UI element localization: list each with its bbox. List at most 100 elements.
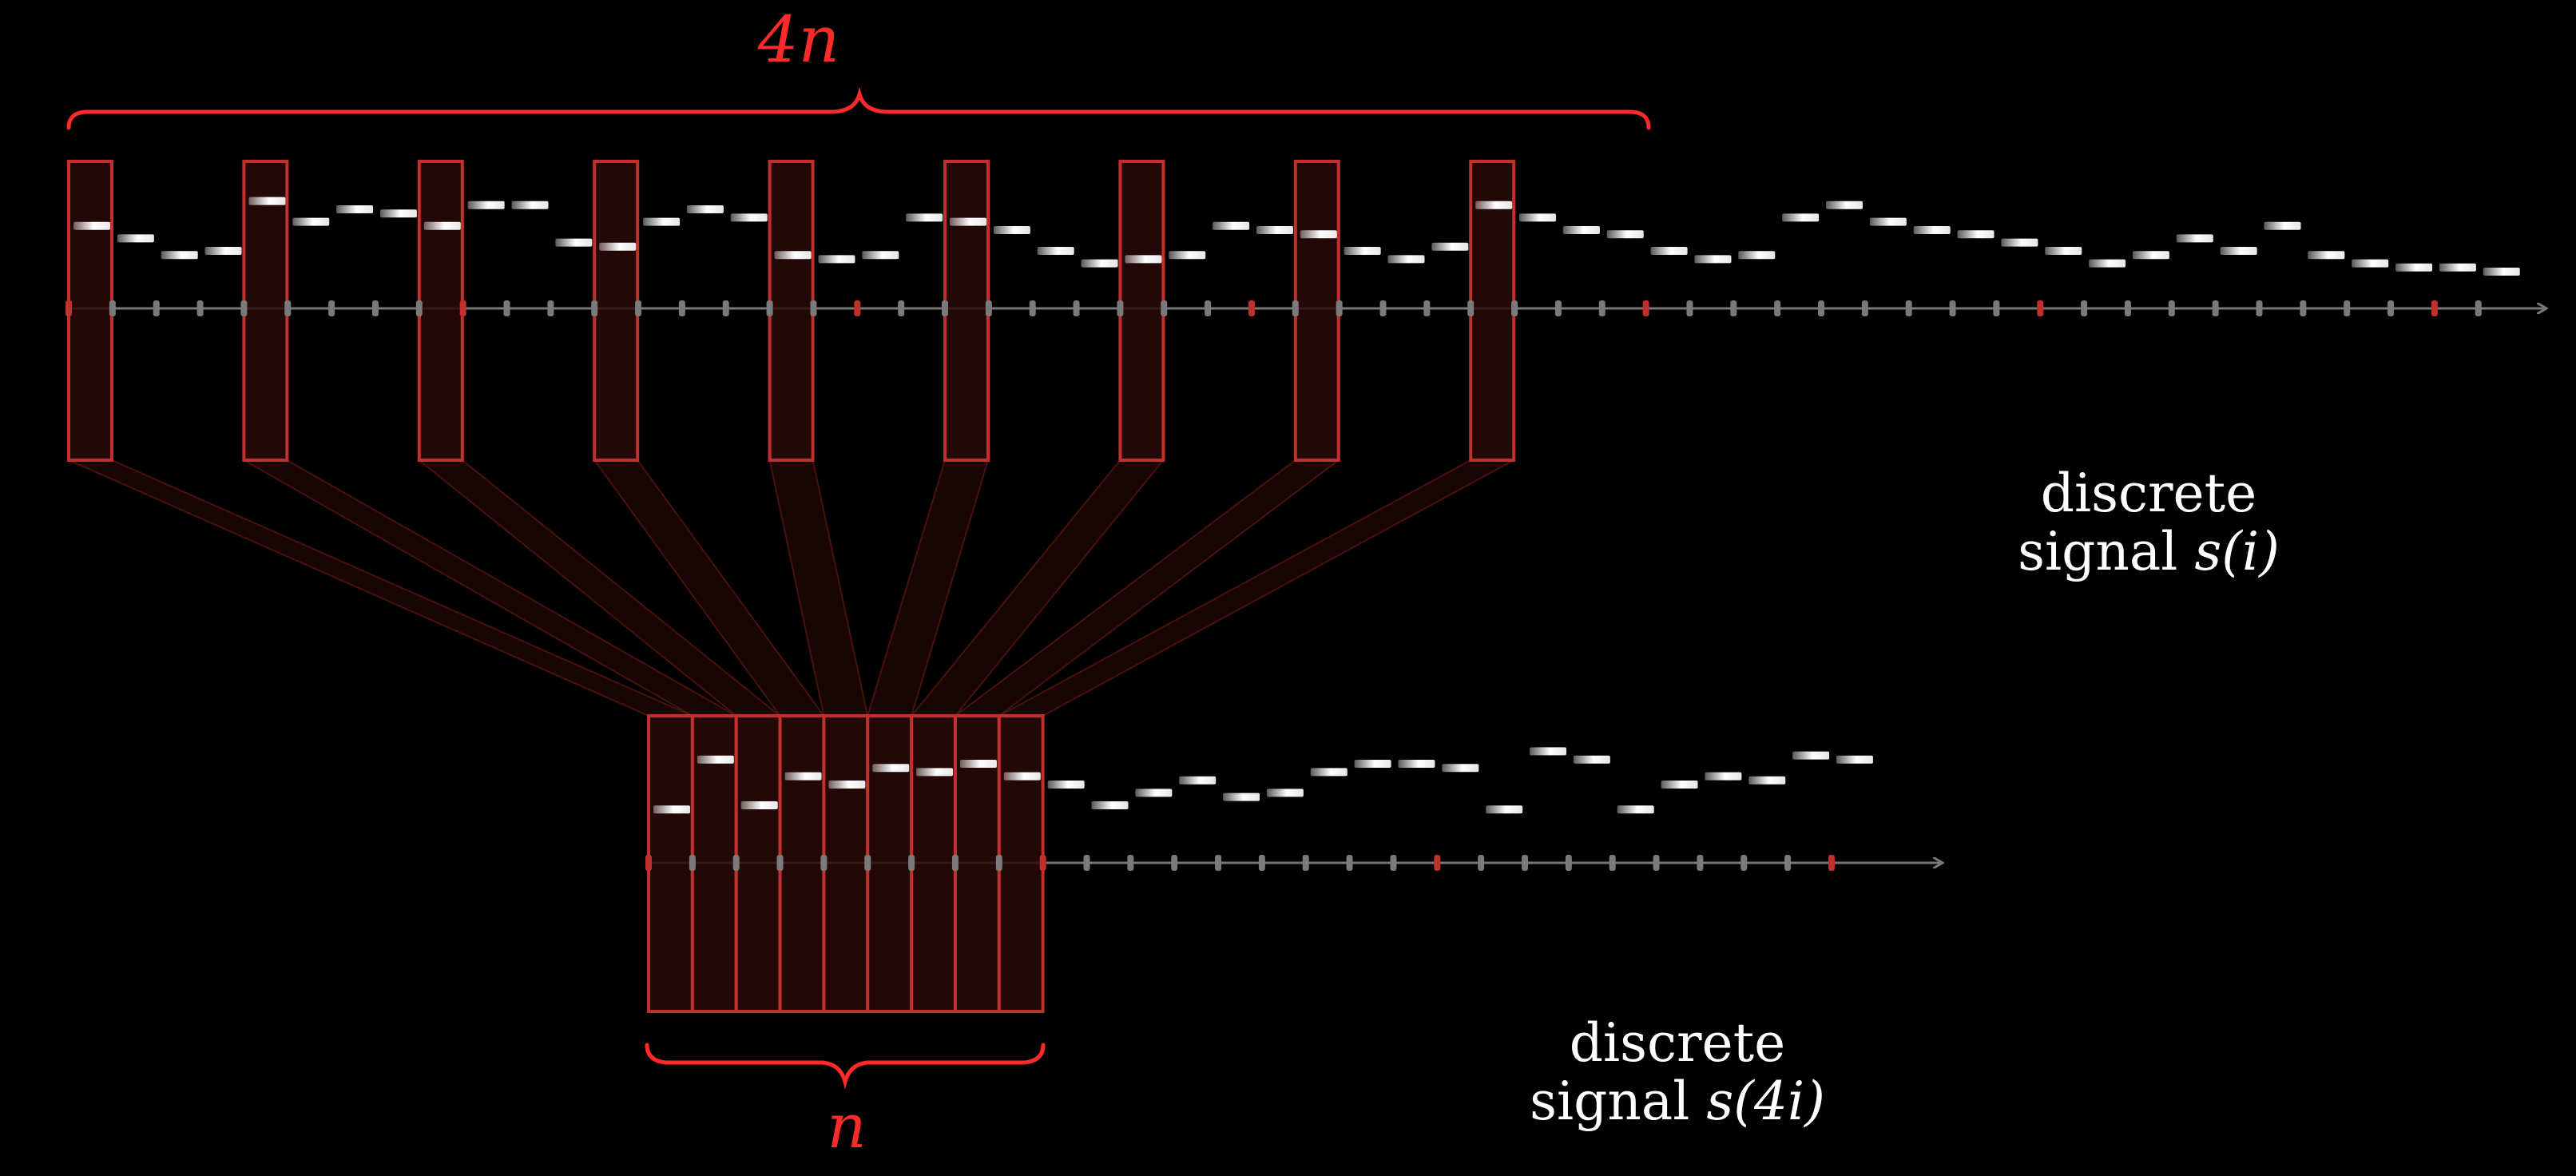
bottom-sample-17 xyxy=(1398,760,1435,768)
top-sample-20 xyxy=(950,217,986,226)
bottom-window-5 xyxy=(866,714,914,1013)
top-tick-23 xyxy=(1073,300,1080,316)
top-tick-0 xyxy=(65,300,72,316)
bottom-tick-19 xyxy=(1478,855,1485,871)
top-sample-23 xyxy=(1081,259,1118,268)
top-sample-13 xyxy=(643,217,681,226)
top-tick-6 xyxy=(328,300,335,316)
top-window-6 xyxy=(1118,160,1165,462)
top-tick-19 xyxy=(898,300,905,316)
bottom-window-8 xyxy=(997,714,1045,1013)
bottom-tick-11 xyxy=(1127,855,1134,871)
top-sample-6 xyxy=(336,205,374,213)
bottom-tick-13 xyxy=(1215,855,1222,871)
bottom-window-3 xyxy=(778,714,826,1013)
top-sample-28 xyxy=(1300,230,1337,239)
bottom-tick-25 xyxy=(1740,855,1748,871)
bottom-sample-6 xyxy=(916,768,954,777)
top-sample-4 xyxy=(248,197,286,205)
top-sample-49 xyxy=(2220,247,2257,255)
top-tick-50 xyxy=(2256,300,2263,316)
bottom-window-2 xyxy=(734,714,782,1013)
bottom-sample-16 xyxy=(1354,760,1391,768)
top-tick-53 xyxy=(2387,300,2395,316)
bottom-sample-25 xyxy=(1748,776,1786,785)
bottom-sample-4 xyxy=(828,781,866,789)
bottom-tick-20 xyxy=(1522,855,1528,871)
top-sample-38 xyxy=(1738,251,1776,260)
bottom-sample-15 xyxy=(1310,768,1348,777)
top-tick-54 xyxy=(2431,300,2438,316)
bottom-brace-label: n xyxy=(827,1091,867,1162)
top-tick-45 xyxy=(2037,300,2044,316)
bottom-signal xyxy=(645,714,1943,1013)
bottom-signal-caption: discrete signal s(4i) xyxy=(1470,1014,1885,1130)
top-tick-46 xyxy=(2081,300,2088,316)
bottom-tick-7 xyxy=(951,855,959,871)
top-caption-math: s(i) xyxy=(2194,520,2280,582)
bottom-tick-21 xyxy=(1565,855,1572,871)
top-tick-14 xyxy=(678,300,685,316)
bottom-ticks xyxy=(645,855,1835,871)
top-sample-25 xyxy=(1169,251,1206,260)
top-window-8 xyxy=(1469,160,1516,462)
bottom-window-4 xyxy=(822,714,870,1013)
top-sample-21 xyxy=(993,226,1030,234)
bottom-window-0 xyxy=(647,714,694,1013)
top-tick-13 xyxy=(635,300,642,316)
top-tick-11 xyxy=(547,300,554,316)
bottom-tick-14 xyxy=(1258,855,1265,871)
connector-7 xyxy=(952,459,1341,717)
bottom-tick-9 xyxy=(1039,855,1046,871)
bottom-sample-2 xyxy=(740,801,778,809)
top-signal xyxy=(65,160,2546,462)
bottom-sample-3 xyxy=(784,772,822,781)
top-tick-1 xyxy=(109,300,116,316)
bottom-sample-13 xyxy=(1223,793,1260,801)
top-tick-38 xyxy=(1730,300,1737,316)
top-sample-31 xyxy=(1431,242,1469,251)
top-tick-3 xyxy=(196,300,204,316)
bottom-tick-5 xyxy=(864,855,871,871)
top-sample-42 xyxy=(1913,226,1951,234)
bottom-sample-20 xyxy=(1530,747,1566,756)
top-tick-42 xyxy=(1905,300,1912,316)
bottom-tick-22 xyxy=(1609,855,1616,871)
top-tick-34 xyxy=(1554,300,1562,316)
top-tick-10 xyxy=(503,300,510,316)
bottom-tick-27 xyxy=(1828,855,1835,871)
bottom-window-6 xyxy=(910,714,957,1013)
top-tick-26 xyxy=(1205,300,1212,316)
bottom-sample-10 xyxy=(1091,801,1129,809)
window-connectors xyxy=(68,459,1514,717)
top-sample-30 xyxy=(1387,255,1425,264)
bottom-sample-1 xyxy=(697,755,734,764)
bottom-sample-8 xyxy=(1003,772,1041,781)
top-sample-11 xyxy=(555,238,593,247)
top-window-5 xyxy=(943,160,990,462)
top-tick-37 xyxy=(1686,300,1693,316)
top-sample-0 xyxy=(73,221,110,230)
bottom-sample-0 xyxy=(653,805,690,814)
bottom-sample-22 xyxy=(1617,805,1654,814)
top-tick-2 xyxy=(153,300,160,316)
top-sample-19 xyxy=(906,213,943,222)
bottom-tick-0 xyxy=(645,855,652,871)
top-sample-48 xyxy=(2176,234,2213,243)
bottom-tick-1 xyxy=(689,855,696,871)
top-tick-12 xyxy=(591,300,598,316)
top-tick-31 xyxy=(1423,300,1431,316)
top-sample-37 xyxy=(1694,255,1732,264)
bottom-tick-16 xyxy=(1346,855,1353,871)
top-sample-44 xyxy=(2001,238,2038,247)
top-sample-17 xyxy=(818,255,855,264)
top-tick-17 xyxy=(810,300,817,316)
top-brace-label: 4n xyxy=(757,2,840,77)
top-tick-51 xyxy=(2300,300,2307,316)
top-window-4 xyxy=(768,160,815,462)
top-tick-9 xyxy=(459,300,466,316)
top-sample-9 xyxy=(467,201,505,209)
top-sample-32 xyxy=(1475,201,1513,209)
bottom-sample-11 xyxy=(1135,789,1173,797)
